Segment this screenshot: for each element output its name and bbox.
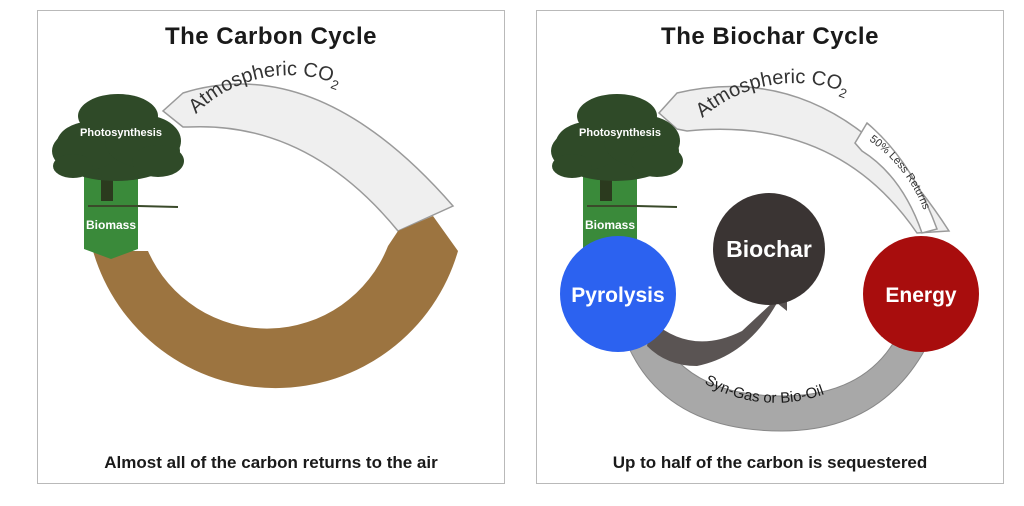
atmospheric-co2-band bbox=[161, 83, 455, 232]
carbon-arrow bbox=[647, 281, 787, 366]
tree-icon bbox=[52, 94, 184, 208]
energy-node bbox=[863, 236, 979, 352]
pyrolysis-node bbox=[560, 236, 676, 352]
biochar-cycle-diagram: Atmospheric CO2 50% Less Returns Syn-Gas… bbox=[551, 66, 979, 432]
energy-label: Energy bbox=[885, 284, 957, 307]
biochar-label: Biochar bbox=[726, 236, 812, 262]
tree-icon bbox=[551, 94, 683, 208]
panel-title: The Biochar Cycle bbox=[661, 23, 879, 50]
carbon-cycle-panel: The Carbon Cycle Atmospheric CO2 Biomass… bbox=[37, 10, 505, 484]
panel-title: The Carbon Cycle bbox=[164, 23, 378, 50]
panel-caption: Almost all of the carbon returns to the … bbox=[104, 453, 438, 472]
biomass-column bbox=[84, 166, 138, 259]
pyrolysis-label: Pyrolysis bbox=[571, 284, 664, 307]
panel-caption: Up to half of the carbon is sequestered bbox=[612, 453, 928, 472]
biomass-column bbox=[583, 166, 637, 256]
atmospheric-co2-band bbox=[657, 85, 951, 234]
less-returns-arrow bbox=[854, 121, 938, 234]
biochar-node bbox=[713, 193, 825, 305]
carbon-label: 50% of Carbon bbox=[690, 301, 767, 343]
carbon-cycle-diagram: Atmospheric CO2 Biomass Decomposes or Bu… bbox=[52, 58, 458, 446]
decomposition-band bbox=[93, 216, 458, 389]
photosynthesis-label: Photosynthesis bbox=[80, 127, 162, 139]
photosynthesis-label: Photosynthesis bbox=[579, 127, 661, 139]
biomass-label: Biomass bbox=[86, 218, 136, 232]
biochar-cycle-panel: The Biochar Cycle Atmospheric CO2 50% Le… bbox=[536, 10, 1004, 484]
biomass-label: Biomass bbox=[585, 218, 635, 232]
